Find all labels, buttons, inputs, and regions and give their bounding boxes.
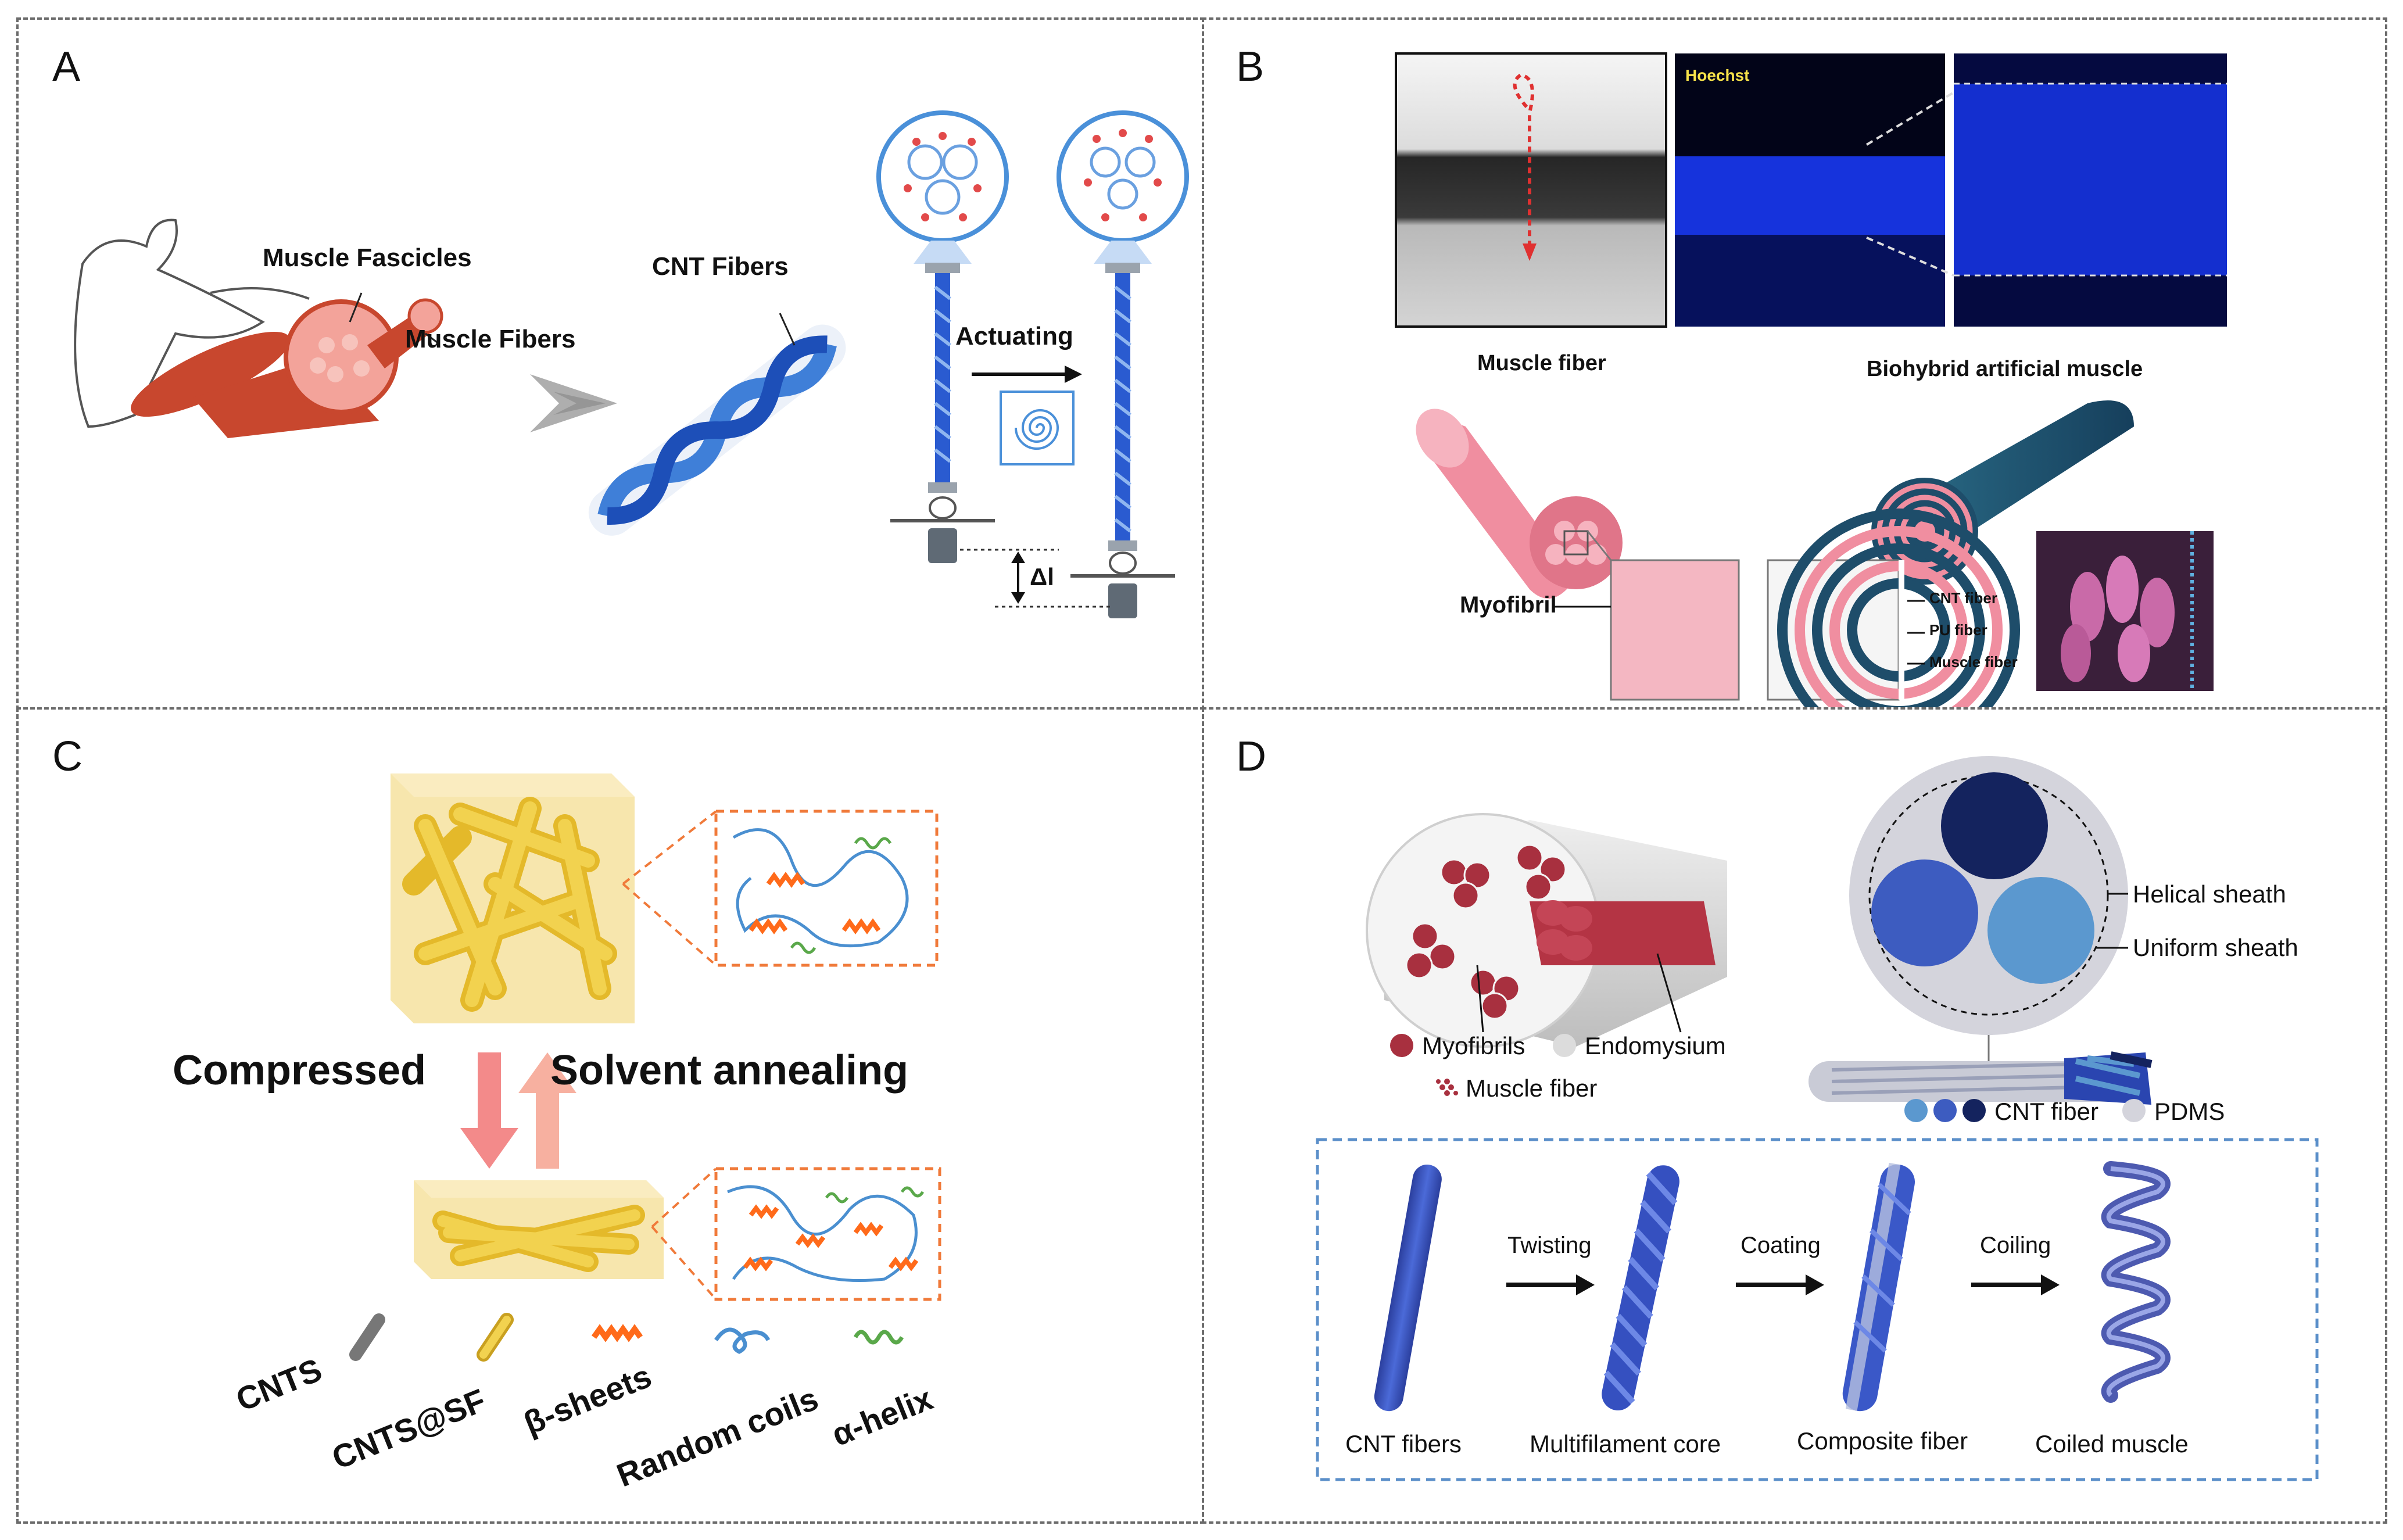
legend-myofibrils-dot	[1390, 1034, 1413, 1057]
actuator-contracted	[1057, 110, 1189, 618]
muscle-fiber-3d	[1416, 409, 1623, 599]
panel-b-letter: B	[1236, 44, 1265, 90]
legend-cnt-dots	[1904, 1099, 1986, 1122]
actuator-relaxed	[876, 110, 1009, 563]
step-label-composite: Composite fiber	[1797, 1427, 1968, 1455]
legend-pdms-dot	[2122, 1099, 2146, 1122]
panel-a: A	[16, 17, 1205, 710]
legend-cnt-fiber: CNT fiber	[1994, 1098, 2098, 1125]
panel-b-illustration	[1395, 52, 2227, 710]
step-composite-graphic	[1842, 1162, 1915, 1412]
label-hoechst: Hoechst	[1685, 66, 1750, 84]
arrow-twisting	[1506, 1274, 1595, 1295]
muscle-cross-section-3d	[1366, 813, 1727, 1048]
label-muscle-fiber-b: Muscle fiber	[1929, 653, 2018, 671]
label-actuating: Actuating	[955, 322, 1073, 350]
panel-d-letter: D	[1236, 733, 1266, 780]
legend-myofibrils: Myofibrils	[1422, 1032, 1525, 1059]
step-label-multifilament: Multifilament core	[1530, 1430, 1721, 1457]
legend-endomysium-dot	[1553, 1034, 1576, 1057]
zoom-box-top	[714, 810, 939, 967]
sf-cube-expanded	[391, 773, 635, 1023]
legend-muscle-fiber: Muscle fiber	[1466, 1075, 1598, 1102]
label-compressed: Compressed	[173, 1047, 427, 1094]
label-helical-sheath: Helical sheath	[2133, 880, 2286, 908]
cnt-fiber-cross-section	[1849, 756, 2128, 1035]
label-muscle-fascicles: Muscle Fascicles	[263, 243, 472, 272]
label-cnt-fiber: CNT fiber	[1929, 589, 1997, 607]
step-label-coiled: Coiled muscle	[2035, 1430, 2189, 1457]
step-label-cnt-fibers: CNT fibers	[1345, 1430, 1462, 1457]
cnt-twisted-fiber	[588, 324, 846, 536]
panel-c-letter: C	[52, 733, 83, 780]
legend-random-coil-icon	[714, 1327, 771, 1354]
label-cnt-fibers: CNT Fibers	[652, 252, 789, 281]
legend-pdms: PDMS	[2154, 1098, 2225, 1125]
label-solvent-annealing: Solvent annealing	[550, 1047, 909, 1094]
legend-muscle-fiber-icon	[1436, 1079, 1458, 1096]
spiral-icon	[1000, 391, 1075, 465]
panel-c-illustration	[349, 773, 941, 1362]
caption-biohybrid: Biohybrid artificial muscle	[1867, 357, 2143, 381]
legend-endomysium: Endomysium	[1585, 1032, 1726, 1059]
myofibril-zoom	[1610, 559, 1740, 701]
step-cnt-fibers-graphic	[1374, 1164, 1442, 1412]
step-multifilament-graphic	[1602, 1165, 1679, 1411]
legend-beta-sheet-icon	[591, 1324, 643, 1342]
composite-fiber-3d	[1808, 1051, 2153, 1105]
label-delta-l: Δl	[1030, 563, 1054, 590]
muscle-fiber-cross-section	[407, 298, 443, 334]
arrow-label-coating: Coating	[1741, 1233, 1821, 1258]
arrow-label-coiling: Coiling	[1980, 1233, 2051, 1258]
panel-a-illustration	[74, 110, 1189, 618]
panel-c: C	[16, 707, 1205, 1524]
step-coil-highlight	[2106, 1166, 2165, 1397]
compressed-arrow	[460, 1052, 518, 1169]
arrow-coating	[1736, 1274, 1824, 1295]
polymer-network-bottom	[727, 1185, 925, 1282]
arrow-label-twisting: Twisting	[1507, 1233, 1592, 1258]
label-muscle-fibers: Muscle Fibers	[405, 325, 576, 353]
label-uniform-sheath: Uniform sheath	[2133, 934, 2298, 961]
annealing-arrow	[518, 1052, 576, 1169]
label-pu-fiber: PU fiber	[1929, 621, 1987, 639]
panel-b: B	[1202, 17, 2387, 710]
legend-alpha-helix-icon	[853, 1330, 904, 1345]
panel-d-illustration	[1316, 756, 2319, 1481]
legend-cnts-icon	[349, 1313, 385, 1361]
arm-outline	[74, 219, 265, 428]
label-myofibril: Myofibril	[1460, 592, 1557, 618]
arm-muscle	[131, 331, 290, 417]
process-box	[1316, 1138, 2319, 1481]
panel-a-letter: A	[52, 44, 81, 90]
polymer-network-top	[732, 828, 909, 954]
arrow-coiling	[1971, 1274, 2060, 1295]
sf-cube-compressed	[414, 1180, 664, 1279]
panel-d: D	[1202, 707, 2387, 1524]
caption-muscle-fiber: Muscle fiber	[1477, 351, 1606, 375]
